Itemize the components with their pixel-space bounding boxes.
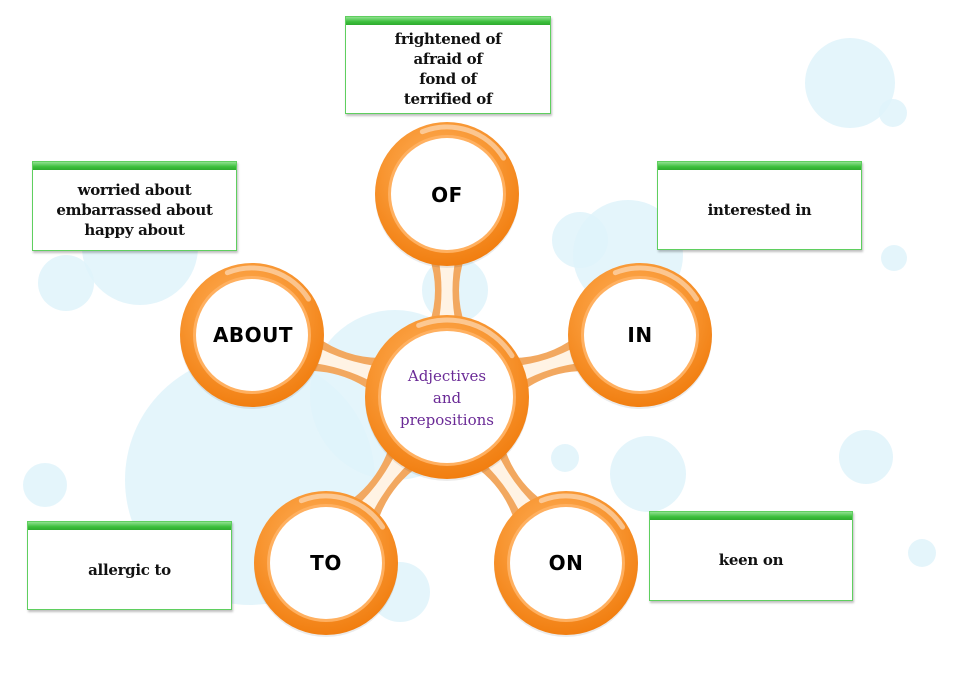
node-about-ring [180,263,324,409]
ring-gloss [224,265,312,302]
node-in-ring [568,263,712,409]
phrase: fond of [419,70,477,88]
connector-highlight [481,450,538,518]
bubble [805,38,895,128]
box-on-text: keen on [650,520,852,600]
ring-face [381,331,513,463]
center-title-line: Adjectives [407,367,487,385]
bubble [23,463,67,507]
center-title: Adjectives and prepositions [400,365,494,431]
node-rings [180,122,712,637]
box-about: worried about embarrassed about happy ab… [32,161,237,251]
box-header-bar [33,162,236,170]
box-of-text: frightened of afraid of fond of terrifie… [346,25,550,113]
box-of: frightened of afraid of fond of terrifie… [345,16,551,114]
box-header-bar [650,512,852,520]
phrase: worried about [77,181,192,199]
connector-highlight [512,345,584,384]
box-header-bar [346,17,550,25]
node-in-label: IN [627,323,653,347]
connector-highlight [355,449,412,519]
phrase: afraid of [413,50,483,68]
node-on-ring [494,491,638,637]
node-on-label: ON [548,551,584,575]
bubble [879,99,907,127]
phrase: terrified of [403,90,493,108]
ring-face [584,279,696,391]
bubble [881,245,907,271]
ring-gloss [416,317,515,359]
box-header-bar [28,522,231,530]
phrase: happy about [84,221,185,239]
center-title-line: and [432,389,462,407]
box-in-text: interested in [658,170,861,249]
ring-gloss [298,493,386,530]
box-header-bar [658,162,861,170]
box-about-text: worried about embarrassed about happy ab… [33,170,236,250]
box-on: keen on [649,511,853,601]
bubble [38,255,94,311]
node-to-label: TO [310,551,342,575]
ring-face [391,138,503,250]
phrase: keen on [718,551,784,569]
node-to-ring [254,491,398,637]
node-of-label: OF [431,183,463,207]
phrase: allergic to [88,560,171,579]
bubble [610,436,686,512]
ring-face [196,279,308,391]
bubble [839,430,893,484]
node-of-ring [375,122,519,268]
phrase: frightened of [394,30,502,48]
node-about-label: ABOUT [212,323,294,347]
ring-gloss [612,265,700,302]
connector-highlight [308,345,382,384]
bubble [551,444,579,472]
ring-face [270,507,382,619]
ring-face [510,507,622,619]
phrase: embarrassed about [56,201,213,219]
phrase: interested in [707,200,812,219]
box-to: allergic to [27,521,232,610]
bubble [908,539,936,567]
box-to-text: allergic to [28,530,231,609]
center-title-line: prepositions [400,411,494,429]
connector-highlight [438,256,456,325]
ring-gloss [538,493,626,530]
center-ring [365,315,529,481]
box-in: interested in [657,161,862,250]
ring-gloss [419,124,507,161]
